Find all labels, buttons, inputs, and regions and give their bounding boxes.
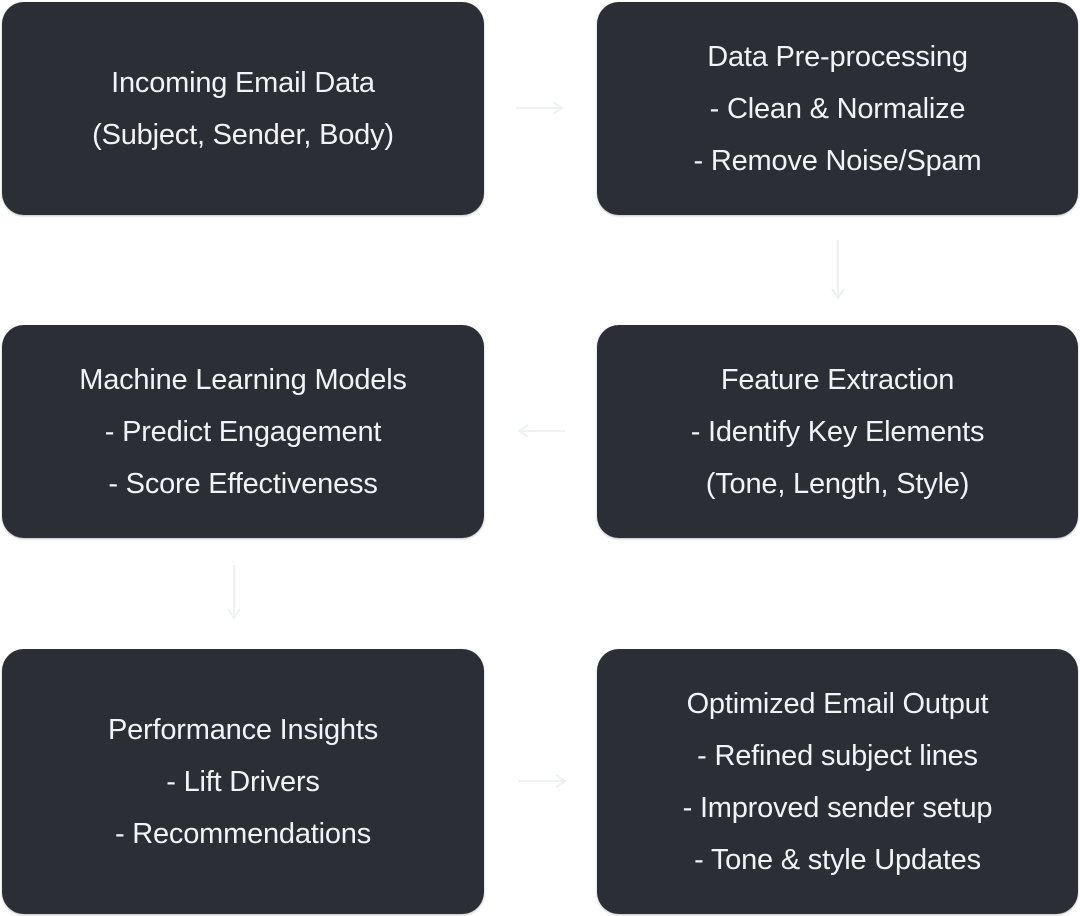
node-title: Optimized Email Output — [686, 687, 989, 720]
node-machine-learning-models: Machine Learning Models - Predict Engage… — [2, 325, 484, 538]
node-detail: - Recommendations — [114, 817, 372, 850]
node-detail: (Subject, Sender, Body) — [92, 118, 394, 151]
node-title: Performance Insights — [107, 713, 378, 746]
connector-5-to-6 — [519, 774, 567, 788]
node-detail: - Score Effectiveness — [108, 467, 378, 500]
node-detail: - Lift Drivers — [166, 765, 320, 798]
connector-3-to-5 — [227, 565, 241, 620]
node-detail: - Identify Key Elements — [690, 415, 985, 448]
node-detail: - Clean & Normalize — [709, 92, 966, 125]
node-detail: - Tone & style Updates — [694, 843, 981, 876]
node-performance-insights: Performance Insights - Lift Drivers - Re… — [2, 649, 484, 914]
connector-1-to-2 — [516, 101, 564, 115]
node-detail: - Refined subject lines — [697, 739, 978, 772]
connector-4-to-3 — [517, 424, 565, 438]
node-title: Data Pre-processing — [707, 40, 968, 73]
node-detail: (Tone, Length, Style) — [705, 467, 970, 500]
node-title: Incoming Email Data — [111, 66, 375, 99]
node-optimized-email-output: Optimized Email Output - Refined subject… — [597, 649, 1078, 914]
node-detail: - Remove Noise/Spam — [693, 144, 982, 177]
node-title: Feature Extraction — [720, 363, 955, 396]
node-title: Machine Learning Models — [79, 363, 407, 396]
node-feature-extraction: Feature Extraction - Identify Key Elemen… — [597, 325, 1078, 538]
node-incoming-email-data: Incoming Email Data (Subject, Sender, Bo… — [2, 2, 484, 215]
node-detail: - Improved sender setup — [682, 791, 993, 824]
connector-2-to-4 — [831, 240, 845, 300]
node-detail: - Predict Engagement — [104, 415, 382, 448]
node-data-pre-processing: Data Pre-processing - Clean & Normalize … — [597, 2, 1078, 215]
